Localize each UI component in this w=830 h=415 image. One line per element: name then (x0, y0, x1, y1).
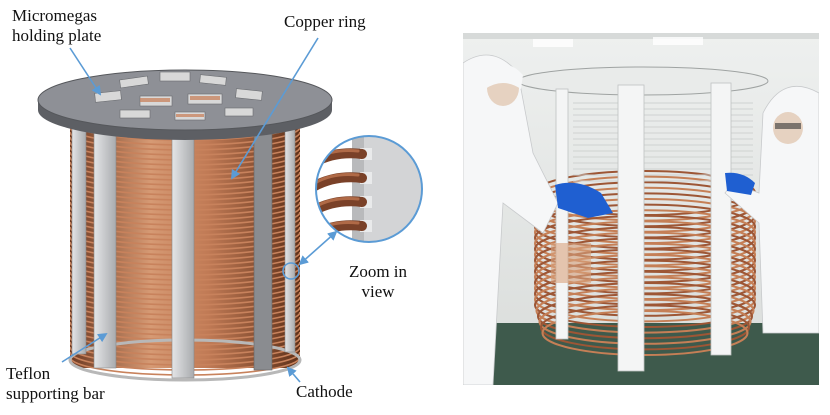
photo-copper-ring (540, 304, 750, 351)
photo-copper-ring (534, 270, 756, 317)
label-zoom-line1: Zoom in (348, 262, 408, 281)
arrow-cathode (286, 366, 301, 383)
arrow-zoom (298, 230, 338, 266)
tpc-field-cage-diagram (37, 37, 423, 383)
label-teflon-supporting-bar: Teflon supporting bar (6, 364, 105, 404)
photo-copper-ring (535, 287, 755, 334)
photo-copper-ring (541, 310, 749, 356)
label-zoom-in-view: Zoom in view (340, 262, 416, 302)
teflon-supporting-bars (71, 119, 296, 379)
photo-copper-ring (537, 293, 753, 340)
label-cathode: Cathode (296, 382, 353, 401)
label-micromegas-holding-plate: Micromegas holding plate (12, 6, 101, 46)
label-teflon-line1: Teflon (6, 364, 51, 383)
label-teflon-line2: supporting bar (6, 384, 105, 403)
zoom-in-view (315, 135, 423, 243)
zoom-origin-marker (282, 262, 300, 280)
label-micromegas-line1: Micromegas (12, 6, 97, 25)
arrow-teflon (61, 332, 108, 363)
label-micromegas-line2: holding plate (12, 26, 102, 45)
arrow-micromegas (69, 47, 102, 96)
photo-technician-left (463, 54, 613, 385)
label-zoom-line2: view (361, 282, 395, 301)
photo-copper-ring (538, 298, 752, 345)
photo-technician-right (724, 85, 819, 334)
photo-copper-ring (534, 276, 756, 323)
photo-ceiling-lights (533, 37, 703, 47)
field-cage-photo (463, 33, 819, 385)
callout-arrows (61, 37, 338, 383)
photo-copper-ring (534, 282, 756, 328)
micromegas-holding-plate (37, 69, 333, 140)
label-copper-ring: Copper ring (284, 12, 366, 31)
arrow-copper-ring (230, 37, 319, 180)
